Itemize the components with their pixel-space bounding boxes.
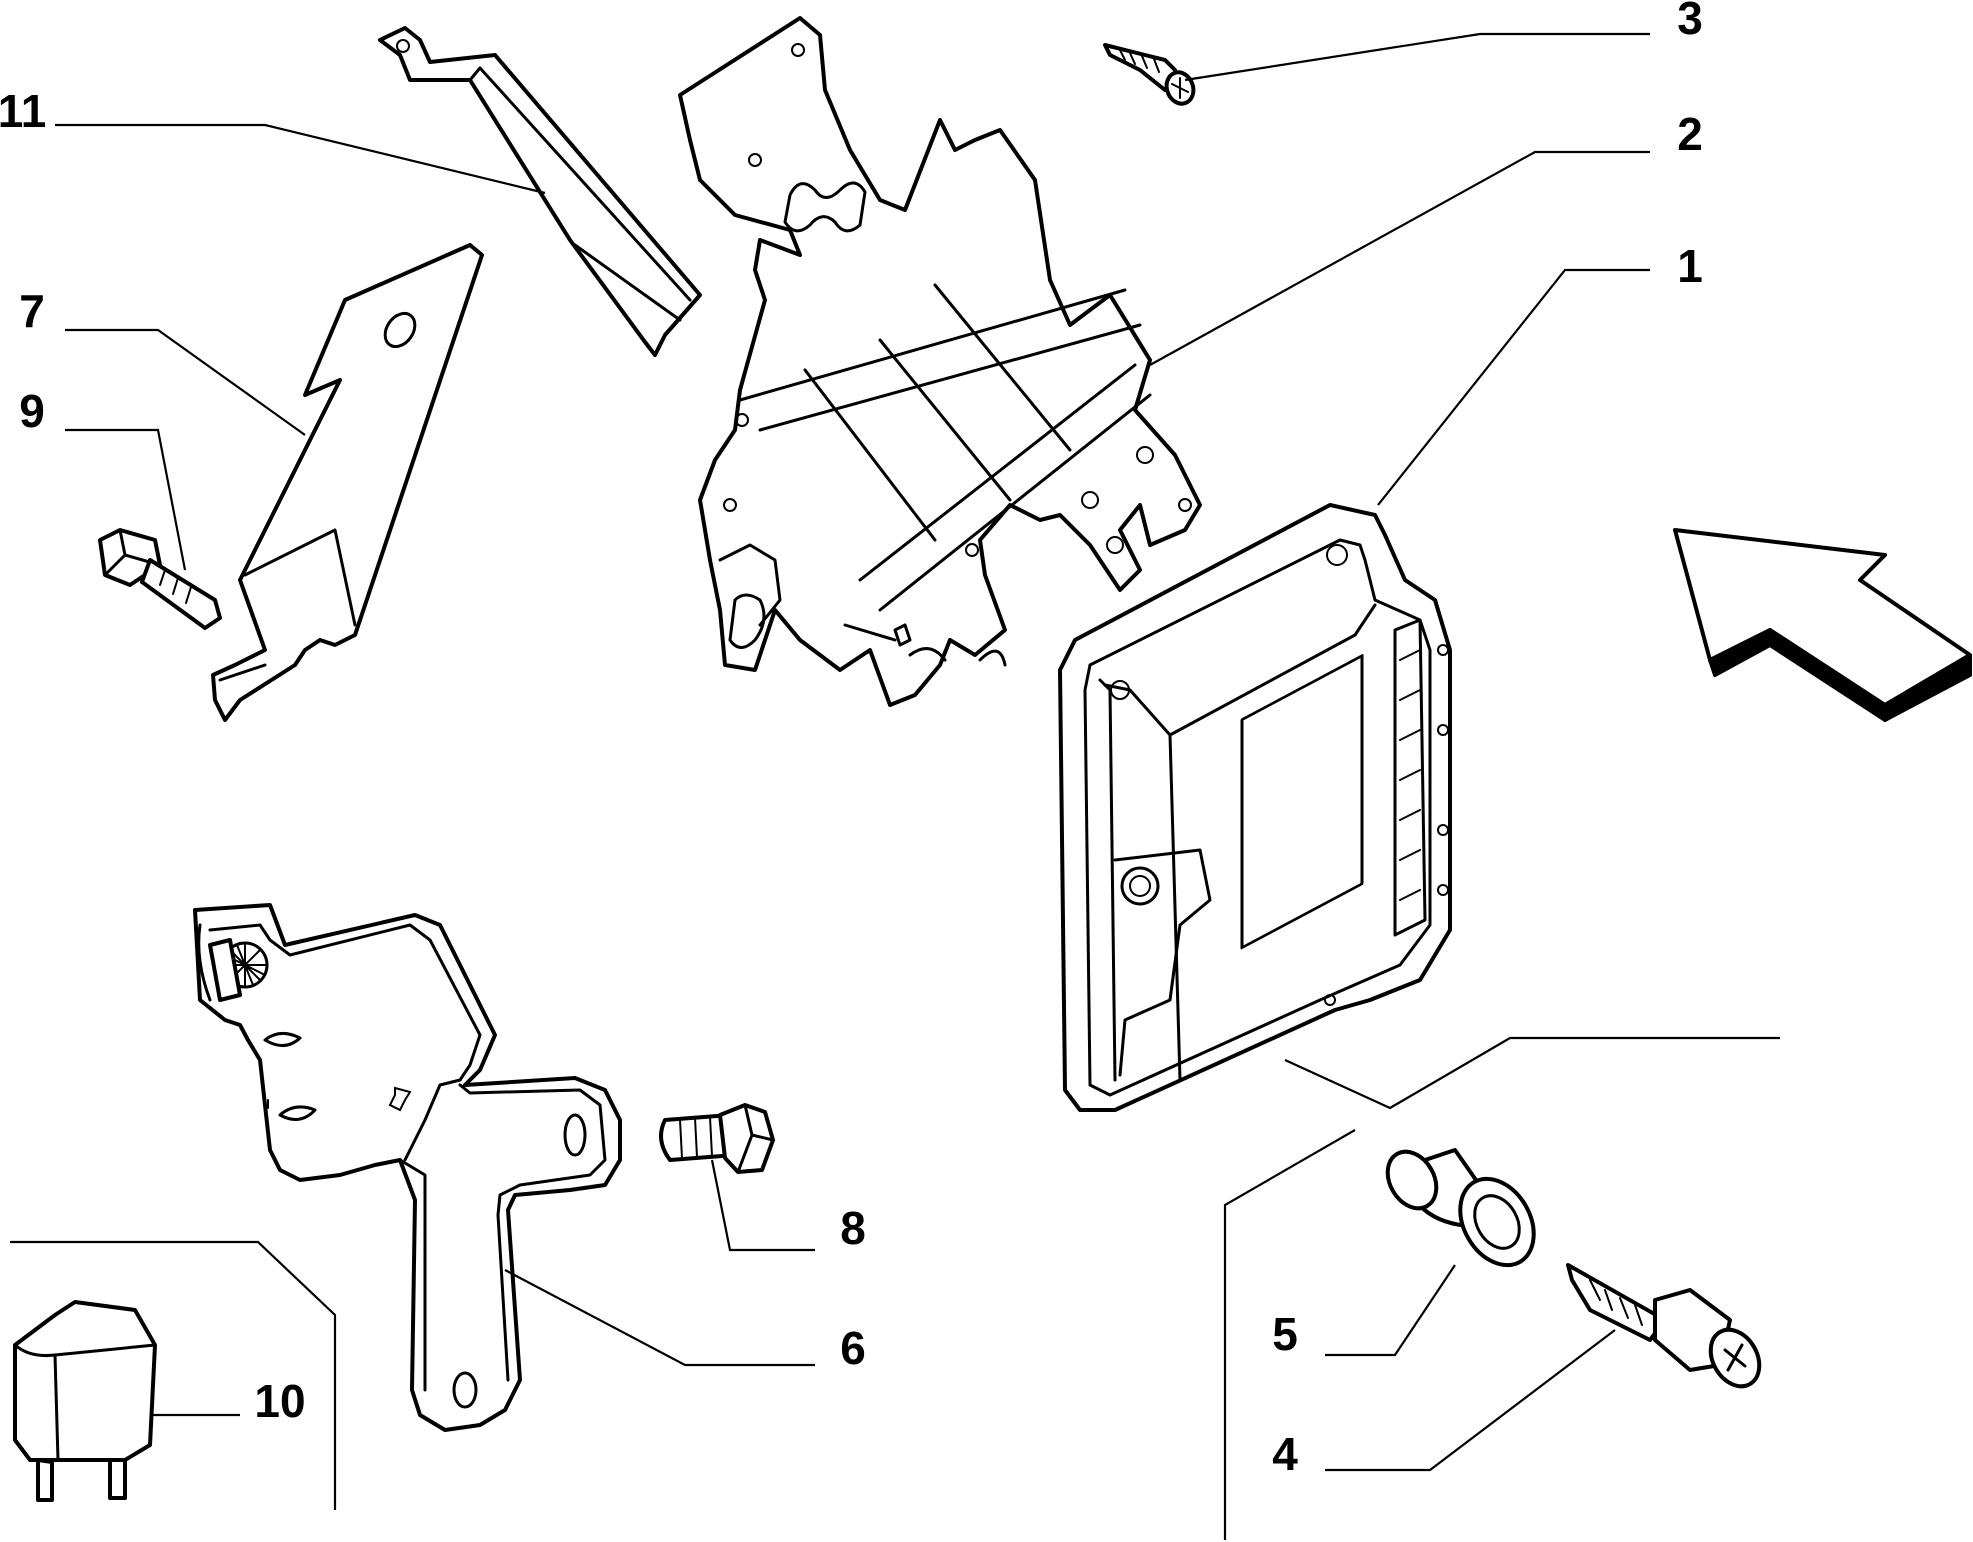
callout-3: 3 (1677, 0, 1703, 44)
part-8-bolt (659, 1103, 775, 1174)
leader-1 (1377, 268, 1650, 506)
direction-arrow-icon (1673, 528, 1972, 722)
leader-8 (710, 1159, 815, 1252)
callout-8: 8 (840, 1202, 866, 1254)
part-3-screw (1103, 43, 1196, 106)
part-5-bushing (1385, 1148, 1536, 1268)
callout-10: 10 (254, 1375, 305, 1427)
callout-1: 1 (1677, 240, 1703, 292)
group-bracket-right (1284, 1036, 1780, 1110)
callout-7: 7 (19, 285, 45, 337)
part-2-main-bracket (678, 16, 1202, 707)
group-bracket-left (10, 1240, 337, 1510)
part-7-bracket (211, 243, 484, 722)
leader-2 (1149, 150, 1650, 366)
callout-labels: 1 2 3 4 5 6 7 8 9 10 11 (0, 0, 1703, 1480)
leader-6 (504, 1269, 815, 1367)
callout-9: 9 (19, 385, 45, 437)
part-6-sensor-bracket (193, 903, 622, 1432)
leader-7 (65, 328, 306, 436)
leader-lines (10, 32, 1780, 1540)
part-4-screw (1566, 1263, 1762, 1389)
callout-11: 11 (0, 85, 46, 137)
callout-6: 6 (840, 1322, 866, 1374)
part-1-ecu (1058, 503, 1452, 1112)
leader-9 (65, 428, 187, 571)
part-9-bolt (98, 528, 222, 630)
callout-2: 2 (1677, 108, 1703, 160)
leader-11 (55, 123, 546, 195)
part-10-relay (13, 1300, 157, 1502)
group-bracket-right-vertical (1223, 1129, 1356, 1540)
leader-3 (1184, 32, 1650, 82)
callout-5: 5 (1272, 1308, 1298, 1360)
leader-4 (1325, 1329, 1616, 1472)
leader-5 (1325, 1264, 1456, 1357)
callout-4: 4 (1272, 1428, 1298, 1480)
